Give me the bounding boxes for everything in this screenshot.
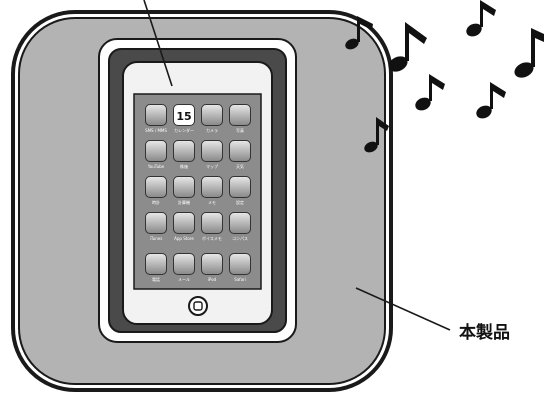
phone-icon[interactable]: [145, 253, 167, 275]
camera-icon[interactable]: [201, 104, 223, 126]
safari-icon[interactable]: [229, 253, 251, 275]
music-note-icon: [512, 28, 544, 81]
home-button: [189, 297, 207, 315]
voice-memo-icon[interactable]: [201, 212, 223, 234]
settings-icon[interactable]: [229, 176, 251, 198]
notes-icon[interactable]: [201, 176, 223, 198]
itunes-icon[interactable]: [145, 212, 167, 234]
app-store-icon[interactable]: [173, 212, 195, 234]
mail-icon[interactable]: [173, 253, 195, 275]
app-label: Safari: [223, 277, 257, 282]
music-note-icon: [386, 22, 427, 75]
calendar-icon[interactable]: 15: [173, 104, 195, 126]
app-label: コンパス: [223, 236, 257, 241]
app-label: 写真: [223, 128, 257, 133]
music-note-icon: [474, 82, 506, 121]
calendar-day: 15: [174, 110, 194, 123]
calculator-icon[interactable]: [173, 176, 195, 198]
photos-icon[interactable]: [229, 104, 251, 126]
stocks-icon[interactable]: [173, 140, 195, 162]
weather-icon[interactable]: [229, 140, 251, 162]
ipod-icon[interactable]: [201, 253, 223, 275]
music-note-icon: [413, 74, 445, 113]
clock-icon[interactable]: [145, 176, 167, 198]
app-label: 設定: [223, 200, 257, 205]
sms-icon[interactable]: [145, 104, 167, 126]
app-label: 天気: [223, 164, 257, 169]
maps-icon[interactable]: [201, 140, 223, 162]
compass-icon[interactable]: [229, 212, 251, 234]
music-note-icon: [464, 0, 496, 39]
product-callout-label: 本製品: [459, 318, 510, 343]
youtube-icon[interactable]: [145, 140, 167, 162]
